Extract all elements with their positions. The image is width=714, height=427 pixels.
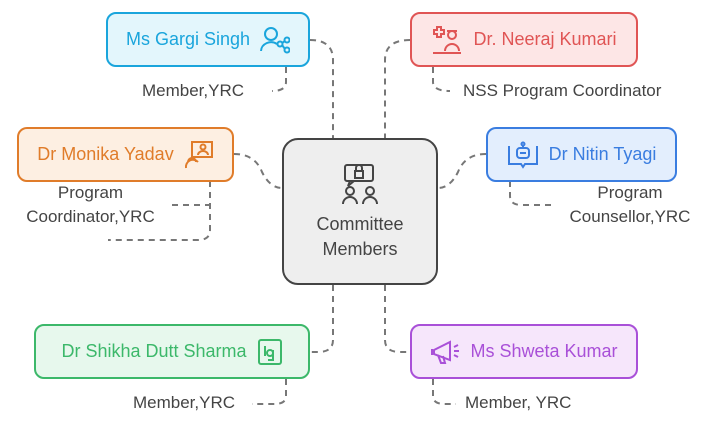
member-name: Dr. Neeraj Kumari <box>473 29 617 49</box>
user-network-icon <box>260 26 291 54</box>
member-role: Program Counsellor,YRC <box>560 181 700 229</box>
connector-monika <box>233 153 283 189</box>
member-name: Ms Shweta Kumar <box>470 341 618 361</box>
robot-book-icon <box>507 140 539 170</box>
member-role: Member,YRC <box>133 393 236 412</box>
connector-shikha <box>310 285 334 353</box>
member-role-line2: Counsellor,YRC <box>569 207 691 226</box>
member-node-neeraj-kumari[interactable]: Dr. Neeraj Kumari <box>410 12 638 67</box>
team-chat-lock-icon <box>340 162 380 206</box>
connector-neeraj-role <box>432 67 451 92</box>
committee-members-node: Committee Members <box>282 138 438 285</box>
connector-monika-role <box>108 181 211 241</box>
connector-nitin-role <box>509 181 556 206</box>
connector-gargi <box>309 39 334 138</box>
digital-badge-icon <box>257 338 283 366</box>
connector-nitin <box>437 153 487 189</box>
megaphone-icon <box>430 338 460 366</box>
member-name: Dr Shikha Dutt Sharma <box>61 341 247 361</box>
member-node-shikha-dutt-sharma[interactable]: Dr Shikha Dutt Sharma <box>34 324 310 379</box>
member-node-nitin-tyagi[interactable]: Dr Nitin Tyagi <box>486 127 677 182</box>
member-name: Dr Monika Yadav <box>37 144 174 164</box>
member-role: Member,YRC <box>142 81 245 100</box>
member-node-monika-yadav[interactable]: Dr Monika Yadav <box>17 127 234 182</box>
member-role-line1: Program <box>597 183 663 202</box>
presentation-icon <box>184 140 214 170</box>
member-role: Member, YRC <box>465 393 572 412</box>
connector-shikha-role <box>252 379 287 405</box>
connector-shweta-role <box>432 379 456 405</box>
center-title-line1: Committee <box>316 213 404 234</box>
connector-gargi-role <box>271 67 287 92</box>
member-role-line2: Coordinator,YRC <box>26 207 155 226</box>
connector-neeraj <box>384 39 411 138</box>
center-title-line2: Members <box>322 238 398 259</box>
member-role-line1: Program <box>57 183 124 202</box>
member-role: NSS Program Coordinator <box>463 81 662 100</box>
member-name: Ms Gargi Singh <box>125 29 251 49</box>
member-role: Program Coordinator,YRC <box>18 181 163 229</box>
member-name: Dr Nitin Tyagi <box>548 144 657 164</box>
nurse-icon <box>431 25 463 55</box>
connector-shweta <box>384 285 410 353</box>
member-node-shweta-kumar[interactable]: Ms Shweta Kumar <box>410 324 638 379</box>
member-node-gargi-singh[interactable]: Ms Gargi Singh <box>106 12 310 67</box>
